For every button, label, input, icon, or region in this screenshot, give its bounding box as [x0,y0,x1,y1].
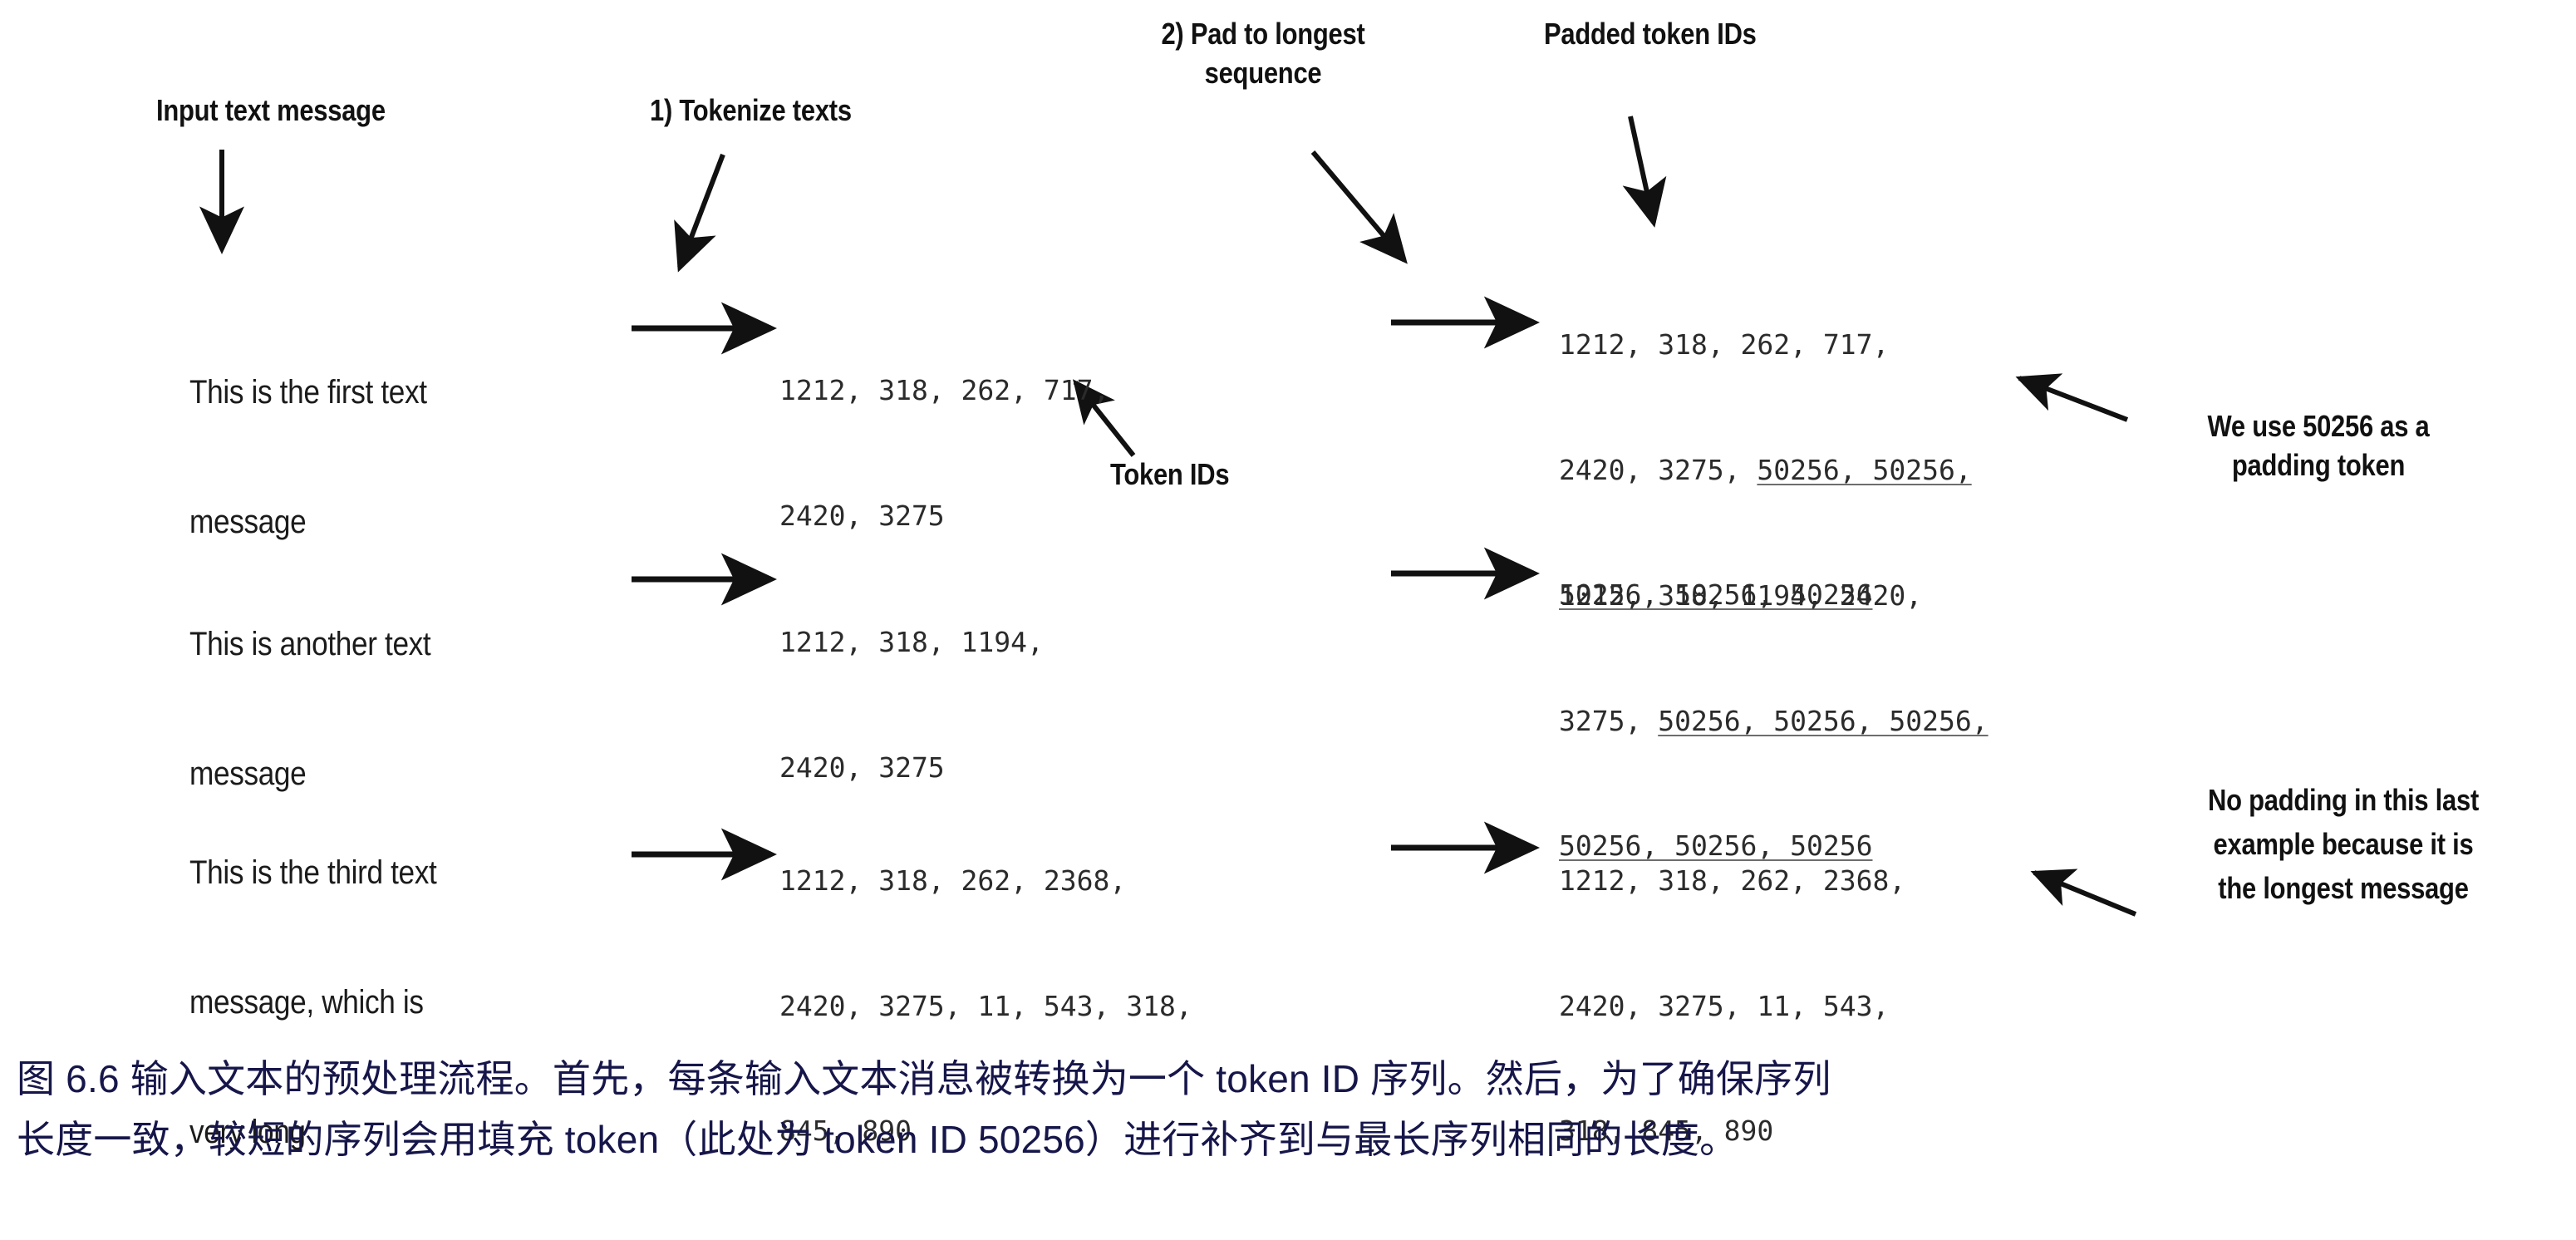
padded-line: 318, 845, 890 [1559,1110,1905,1152]
padded-line: 50256, 50256, 50256 [1559,574,1972,616]
arrow-callout-padding-note [2015,373,2129,422]
padding-token-run: 50256, 50256, [1757,453,1972,486]
message-line: message [189,504,307,540]
padding-token-run: 50256, 50256, 50256, [1658,704,1989,737]
arrow-pad-to-longest [1310,150,1408,264]
padding-token-run: 50256, 50256, 50256 [1559,578,1873,612]
note-padding-token-line2: padding token [2231,448,2406,482]
caption-line-2: 长度一致，较短的序列会用填充 token（此处为 token ID 50256）… [17,1117,1738,1161]
token-ids-line: 1212, 318, 262, 2368, [779,864,1127,898]
padded-line: 1212, 318, 262, 2368, [1559,860,1905,902]
label-tokenize-texts: 1) Tokenize texts [650,93,852,127]
token-ids-row-1: 1212, 318, 262, 717, 2420, 3275 [779,287,1109,620]
token-ids-line: 845, 890 [779,1115,912,1148]
padded-token-ids-row-2: 1212, 318, 1194, 2420, 3275, 50256, 5025… [1559,492,1989,951]
padded-line: 2420, 3275, 50256, 50256, [1559,450,1972,491]
token-run: 1212, 318, 262, 2368, [1559,864,1906,898]
label-token-ids: Token IDs [1110,457,1230,491]
token-ids-line: 1212, 318, 262, 717, [779,374,1110,407]
label-input-text-message: Input text message [156,93,386,127]
token-ids-row-2: 1212, 318, 1194, 2420, 3275 [779,539,1044,872]
padded-token-ids-row-3: 1212, 318, 262, 2368, 2420, 3275, 11, 54… [1559,777,1905,1236]
token-run: 1212, 318, 1194, 2420, [1559,579,1923,613]
figure-canvas: Input text message 1) Tokenize texts 2) … [17,17,2559,1169]
message-line: This is another text [189,626,431,662]
padded-token-ids-row-1: 1212, 318, 262, 717, 2420, 3275, 50256, … [1559,241,1972,700]
message-line: message [189,755,307,792]
token-run: 1212, 318, 262, 717, [1559,328,1890,362]
message-row-1: This is the first text message [189,284,427,630]
token-ids-line: 2420, 3275 [779,750,945,784]
note-padding-token-line1: We use 50256 as a [2207,409,2430,443]
token-run: 2420, 3275, 11, 543, [1559,989,1890,1022]
message-row-3: This is the third text message, which is… [189,765,437,1240]
token-run: 2420, 3275, [1559,453,1757,486]
padded-line: 3275, 50256, 50256, 50256, [1559,701,1989,742]
token-ids-line: 2420, 3275, 11, 543, 318, [779,989,1192,1022]
note-no-padding-line1: No padding in this last [2207,783,2480,817]
token-run: 318, 845, 890 [1559,1115,1774,1148]
padded-line: 1212, 318, 262, 717, [1559,324,1972,366]
token-ids-row-3: 1212, 318, 262, 2368, 2420, 3275, 11, 54… [779,777,1192,1236]
arrow-tokenize-texts [674,153,725,273]
arrow-callout-no-padding-note [2030,868,2137,917]
token-ids-line: 1212, 318, 1194, [779,626,1044,659]
message-line: very long [189,1114,306,1150]
label-pad-to-longest-line1: 2) Pad to longest [1161,17,1365,51]
label-pad-to-longest-line2: sequence [1204,56,1322,90]
padded-line: 2420, 3275, 11, 543, [1559,986,1905,1027]
padded-line: 50256, 50256, 50256 [1559,825,1989,867]
message-line: This is the first text [189,374,427,411]
padded-line: 1212, 318, 1194, 2420, [1559,575,1989,617]
label-padded-token-ids: Padded token IDs [1544,17,1757,51]
arrow-padded-token-ids [1622,116,1667,228]
message-line: message, which is [189,984,424,1021]
token-ids-line: 2420, 3275 [779,499,945,532]
note-no-padding-line2: example because it is [2213,827,2474,861]
padding-token-run: 50256, 50256, 50256 [1559,829,1873,863]
message-row-2: This is another text message [189,536,431,882]
figure-caption: 图 6.6 输入文本的预处理流程。首先，每条输入文本消息被转换为一个 token… [17,1049,2559,1169]
caption-line-1: 图 6.6 输入文本的预处理流程。首先，每条输入文本消息被转换为一个 token… [17,1057,1831,1100]
note-no-padding-line3: the longest message [2218,871,2469,905]
token-run: 3275, [1559,704,1659,737]
message-line: This is the third text [189,854,437,891]
